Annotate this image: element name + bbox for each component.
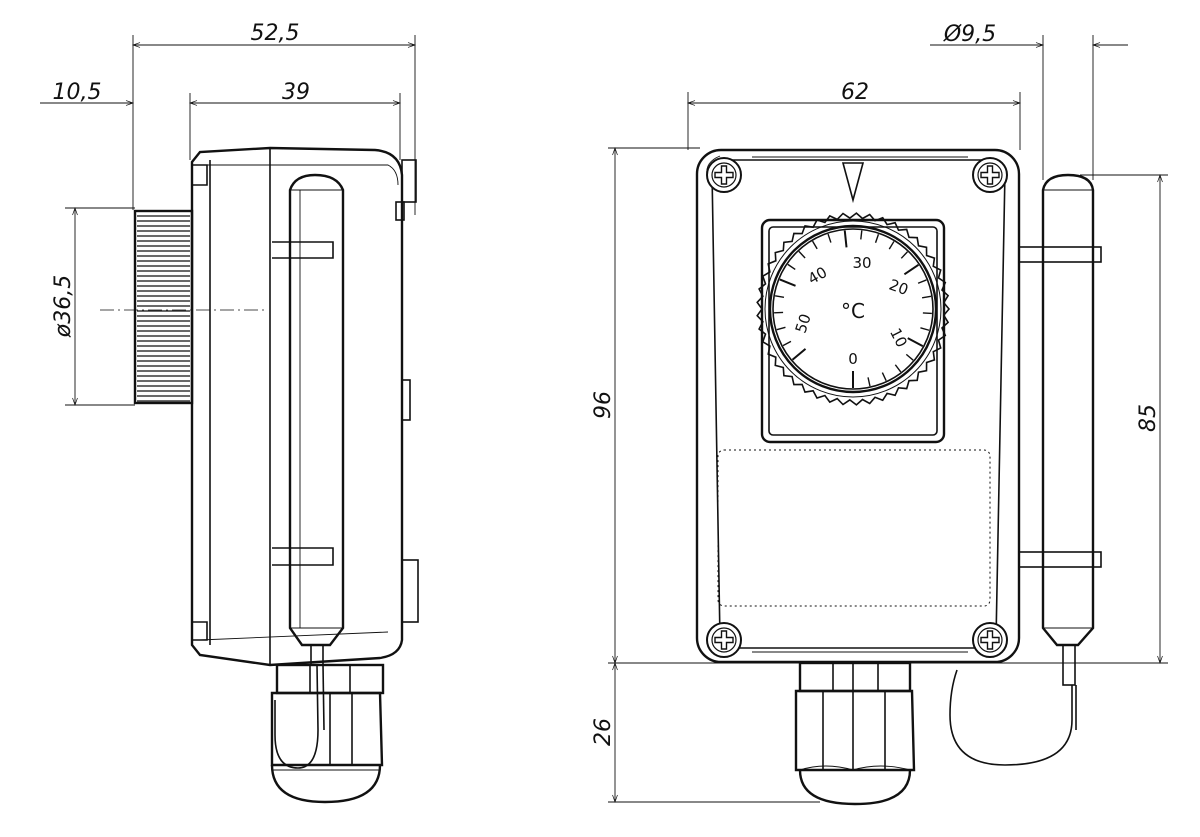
dimension-front-width: 62 <box>686 80 1022 106</box>
dimension-gland-height: 26 <box>591 661 618 804</box>
cable-gland-front-view <box>794 661 916 806</box>
knob-side-profile <box>133 209 194 405</box>
dimension-label: 85 <box>1136 404 1161 432</box>
dimension-label: 96 <box>591 391 616 419</box>
dimension-label: ø36,5 <box>51 275 76 338</box>
dimension-label: 52,5 <box>251 21 300 46</box>
triangle-pointer-icon <box>841 162 865 204</box>
dial-scale-label: 20 <box>887 276 911 299</box>
dimension-label: Ø9,5 <box>943 22 996 47</box>
dimension-label: 26 <box>591 718 616 746</box>
label-area <box>717 449 991 607</box>
cross-screw-icon <box>972 157 1008 193</box>
cross-screw-icon <box>972 622 1008 658</box>
dimension-probe-diameter: Ø9,5 <box>930 22 1128 48</box>
dial-unit-label: °C <box>841 299 865 323</box>
dial-scale-label: 40 <box>805 263 831 288</box>
dimension-body-depth: 39 <box>215 80 402 106</box>
dimension-total-depth: 52,5 <box>131 21 417 48</box>
dimension-knob-diameter: ø36,5 <box>51 206 78 407</box>
cable-gland-side-view <box>270 663 385 804</box>
dimension-label: 39 <box>282 80 310 105</box>
front-view: 62 Ø9,5 96 26 85 <box>591 22 1168 806</box>
cross-screw-icon <box>706 157 742 193</box>
side-view: 52,5 10,5 39 ø36,5 <box>40 21 419 804</box>
dimension-front-height: 96 <box>591 146 618 665</box>
probe-side-view <box>272 173 345 666</box>
dimension-knob-depth: 10,5 <box>40 80 215 106</box>
dimension-probe-length: 85 <box>1136 173 1163 665</box>
dial-scale-label: 0 <box>848 350 858 368</box>
dimension-label: 10,5 <box>53 80 102 105</box>
dial-scale-label: 50 <box>792 312 815 336</box>
temperature-dial[interactable]: °C 0 10 20 30 40 50 <box>756 212 951 406</box>
dial-scale-label: 10 <box>886 325 911 350</box>
dial-scale-label: 30 <box>852 254 871 272</box>
cross-screw-icon <box>706 622 742 658</box>
housing-side-profile <box>190 146 419 667</box>
dimension-label: 62 <box>841 80 869 105</box>
probe-front-view <box>949 173 1102 766</box>
